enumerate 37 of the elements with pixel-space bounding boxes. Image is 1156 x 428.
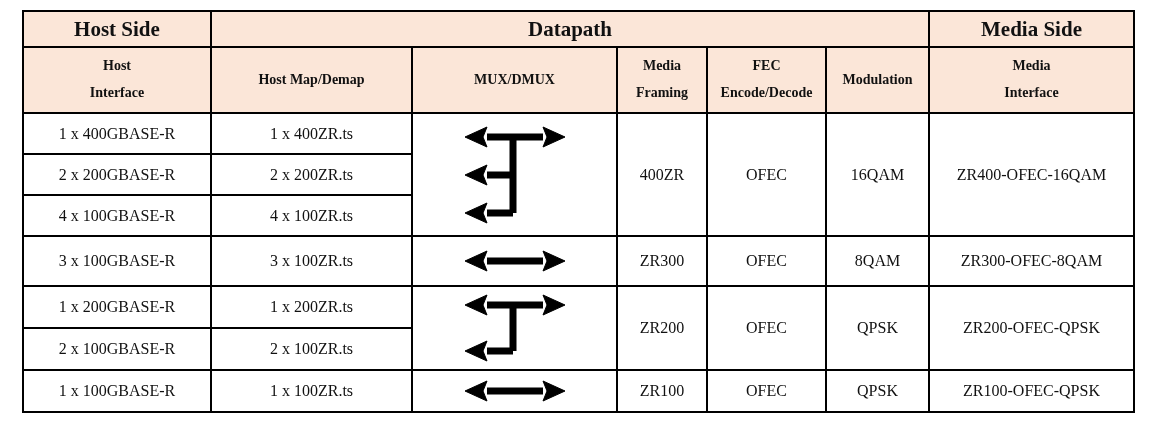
- table-cell: 3 x 100ZR.ts: [211, 236, 412, 286]
- table-cell: QPSK: [826, 286, 929, 370]
- table-cell: 1 x 100ZR.ts: [211, 370, 412, 412]
- table-cell: 400ZR: [617, 113, 707, 236]
- table-cell: 4 x 100GBASE-R: [23, 195, 211, 236]
- table-cell: QPSK: [826, 370, 929, 412]
- table-cell: 8QAM: [826, 236, 929, 286]
- table-cell: ZR300-OFEC-8QAM: [929, 236, 1134, 286]
- group-header: Media Side: [929, 11, 1134, 47]
- table-cell: 16QAM: [826, 113, 929, 236]
- group-header: Host Side: [23, 11, 211, 47]
- column-header: MUX/DMUX: [412, 47, 617, 113]
- table-cell: 1 x 400ZR.ts: [211, 113, 412, 154]
- table-cell: 1 x 200ZR.ts: [211, 286, 412, 328]
- table-cell: 1 x 100GBASE-R: [23, 370, 211, 412]
- table-cell: OFEC: [707, 236, 826, 286]
- table-cell: ZR200-OFEC-QPSK: [929, 286, 1134, 370]
- table-cell: ZR200: [617, 286, 707, 370]
- column-header-text: FEC Encode/Decode: [719, 57, 814, 102]
- column-header-text: Media Framing: [634, 57, 690, 102]
- column-header-text: Media Interface: [1003, 57, 1060, 102]
- table-cell: OFEC: [707, 286, 826, 370]
- table-cell: ZR100-OFEC-QPSK: [929, 370, 1134, 412]
- table-cell: 2 x 100GBASE-R: [23, 328, 211, 370]
- column-header: Modulation: [826, 47, 929, 113]
- table-cell: 1 x 400GBASE-R: [23, 113, 211, 154]
- column-header: Host Map/Demap: [211, 47, 412, 113]
- table-cell: 1 x 200GBASE-R: [23, 286, 211, 328]
- column-header-text: Host Interface: [88, 57, 146, 102]
- table-cell: 2 x 200GBASE-R: [23, 154, 211, 195]
- table-cell: ZR300: [617, 236, 707, 286]
- table-cell: OFEC: [707, 370, 826, 412]
- table-cell: 3 x 100GBASE-R: [23, 236, 211, 286]
- table-cell: ZR400-OFEC-16QAM: [929, 113, 1134, 236]
- group-header: Datapath: [211, 11, 929, 47]
- table-cell: OFEC: [707, 113, 826, 236]
- table-cell: ZR100: [617, 370, 707, 412]
